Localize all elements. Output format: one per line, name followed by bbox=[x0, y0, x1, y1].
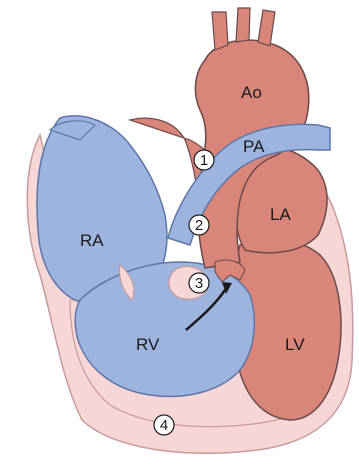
marker-2-text: 2 bbox=[195, 217, 203, 234]
brachiocephalic-artery bbox=[212, 12, 228, 50]
marker-4: 4 bbox=[154, 415, 174, 435]
marker-1: 1 bbox=[194, 150, 214, 170]
label-ra: RA bbox=[80, 231, 104, 250]
label-pa: PA bbox=[243, 137, 265, 156]
marker-3: 3 bbox=[189, 273, 209, 293]
left-carotid-artery bbox=[236, 8, 250, 42]
label-lv: LV bbox=[285, 335, 305, 354]
marker-1-text: 1 bbox=[200, 152, 208, 169]
label-la: LA bbox=[270, 205, 291, 224]
label-ao: Ao bbox=[241, 83, 262, 102]
label-rv: RV bbox=[136, 335, 160, 354]
marker-2: 2 bbox=[189, 215, 209, 235]
marker-4-text: 4 bbox=[160, 417, 168, 434]
left-subclavian-artery bbox=[258, 10, 275, 46]
marker-3-text: 3 bbox=[195, 275, 203, 292]
